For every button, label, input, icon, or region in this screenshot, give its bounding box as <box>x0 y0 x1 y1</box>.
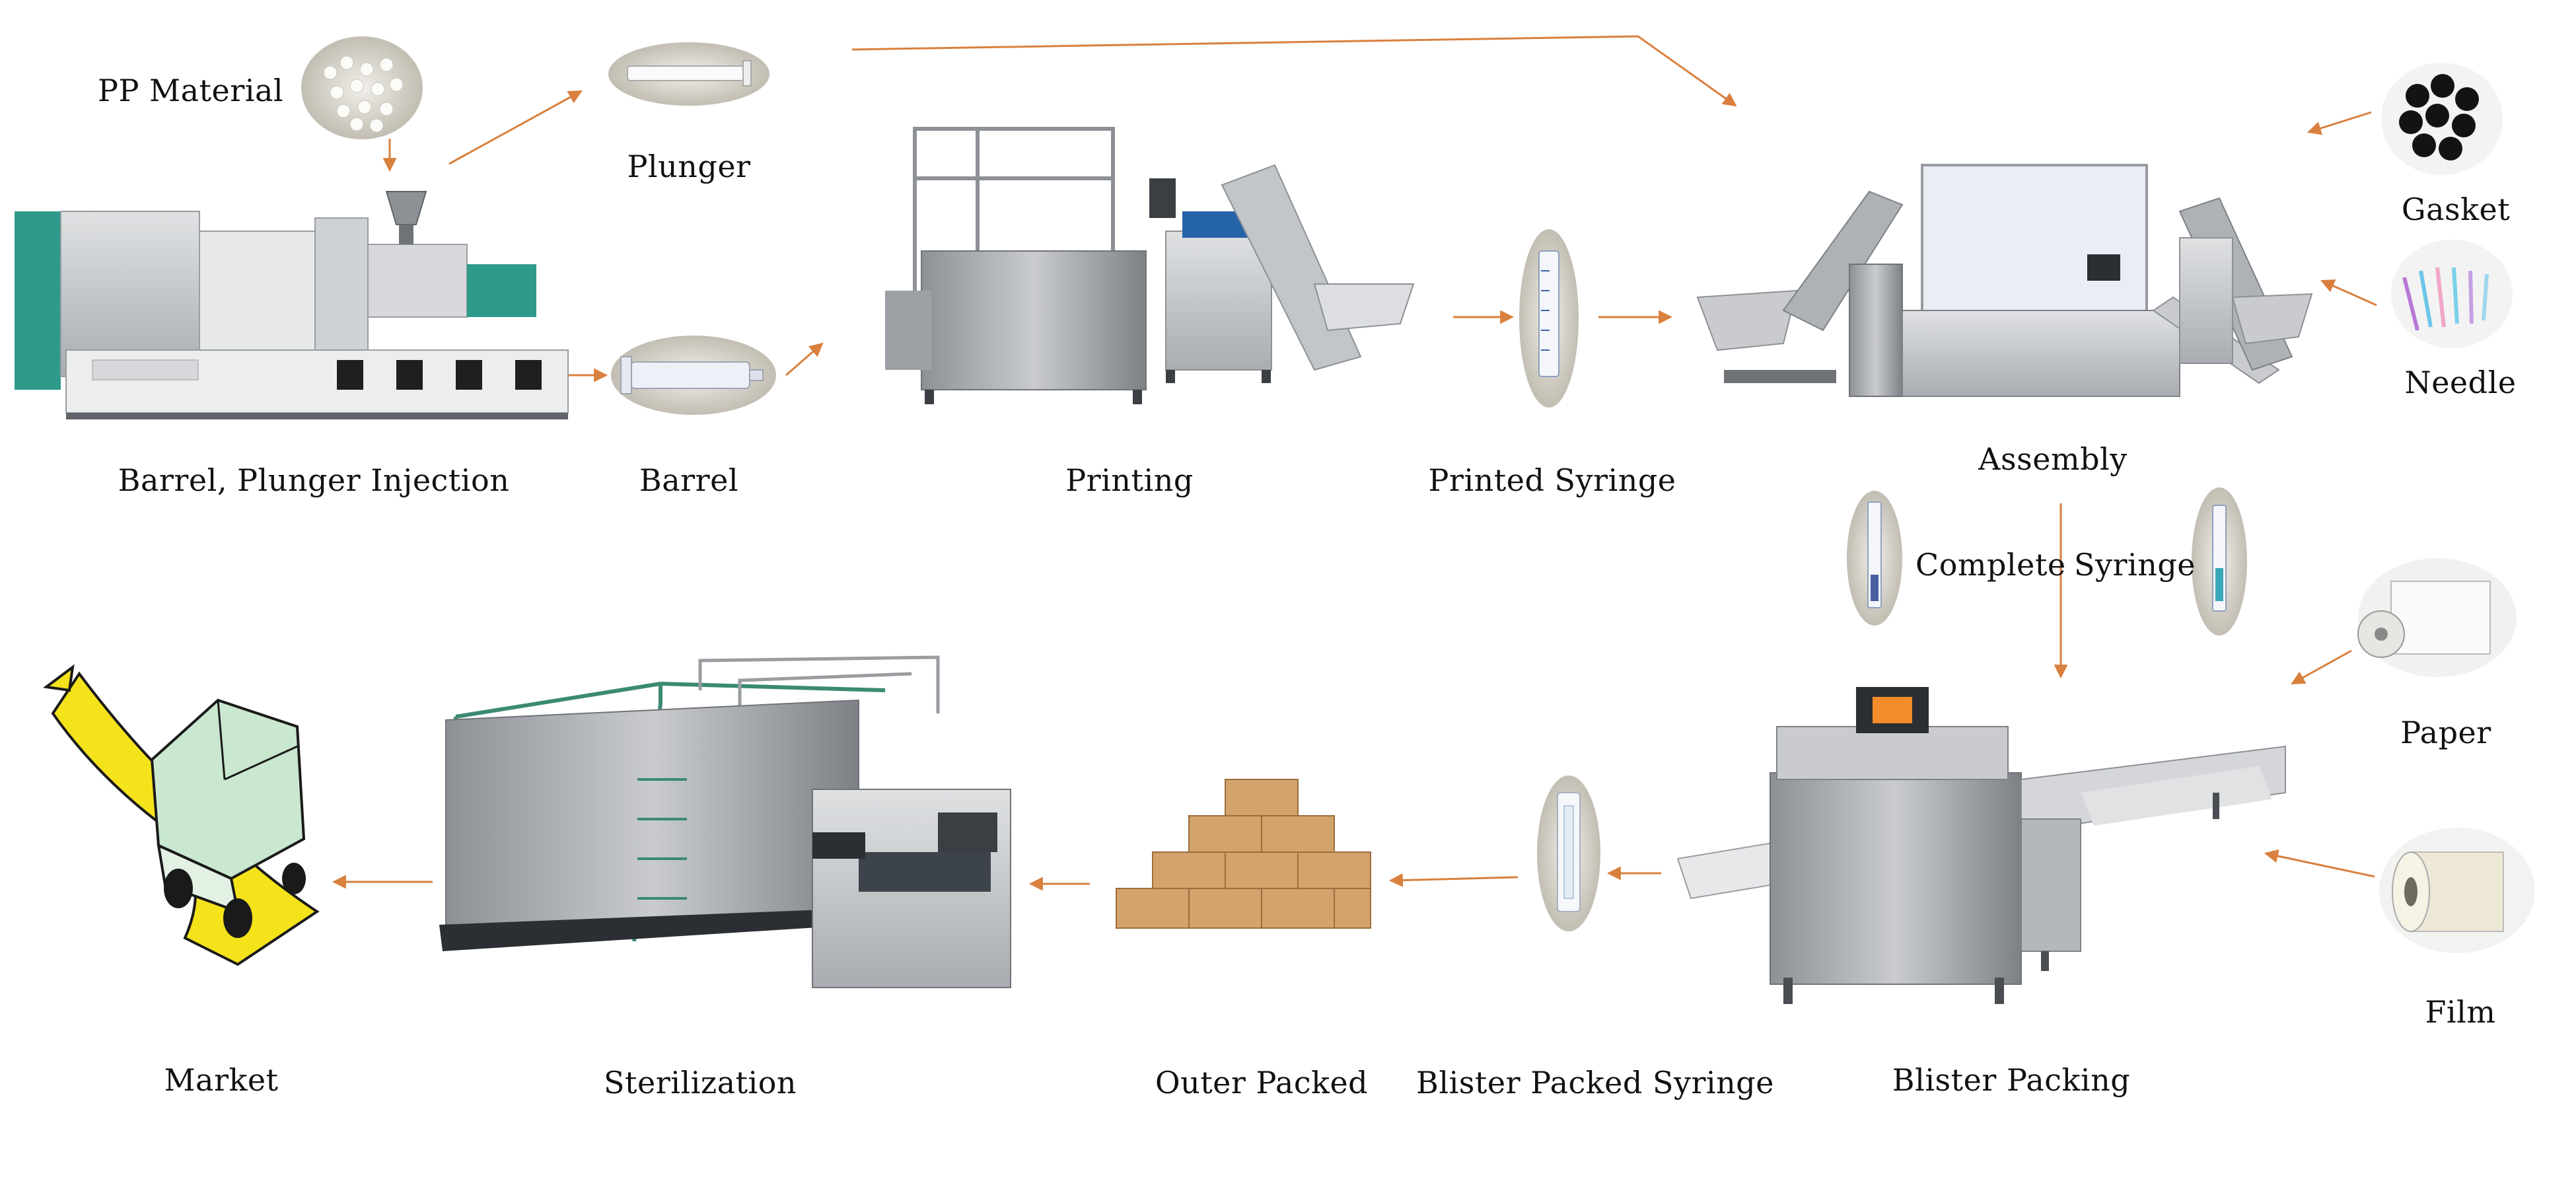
complete-syringe-right-image <box>2192 487 2247 635</box>
needle-image <box>2391 240 2513 348</box>
printed-syringe-image <box>1519 229 1579 408</box>
outer-packed-boxes-image <box>1116 779 1371 929</box>
plunger-image <box>608 42 769 106</box>
label-pp-material: PP Material <box>98 73 284 108</box>
label-blister-packing: Blister Packing <box>1892 1062 2131 1098</box>
label-plunger: Plunger <box>627 149 751 184</box>
label-printed-syringe: Printed Syringe <box>1428 462 1676 498</box>
arrow-film-to-blister <box>2264 849 2375 878</box>
label-barrel: Barrel <box>639 462 739 498</box>
label-outer-packed: Outer Packed <box>1155 1065 1369 1100</box>
label-barrel-plunger-injection: Barrel, Plunger Injection <box>118 462 510 498</box>
paper-roll-image <box>2357 558 2517 677</box>
injection-molding-machine <box>15 191 569 419</box>
barrel-image <box>611 336 776 415</box>
gasket-image <box>2381 63 2503 175</box>
arrow-barrel-to-printing <box>785 342 824 377</box>
printing-machine <box>885 127 1415 404</box>
arrow-bps-to-outer <box>1388 873 1519 888</box>
arrow-machine-to-plunger <box>448 90 583 165</box>
flow-arrows <box>332 35 2377 891</box>
label-blister-packed-syringe: Blister Packed Syringe <box>1416 1065 1774 1100</box>
label-syringe: Syringe <box>2074 547 2196 583</box>
label-paper: Paper <box>2400 715 2491 750</box>
label-sterilization: Sterilization <box>603 1065 797 1100</box>
arrow-paper-to-blister <box>2291 649 2352 685</box>
film-roll-image <box>2379 828 2535 953</box>
blister-packing-machine <box>1676 687 2286 1004</box>
arrow-plunger-to-assembly <box>851 35 1737 107</box>
blister-packed-syringe-image <box>1537 775 1600 931</box>
market-truck-illustration <box>42 664 320 966</box>
arrow-needle-to-assembly <box>2320 279 2377 306</box>
complete-syringe-left-image <box>1847 491 1902 626</box>
label-complete: Complete <box>1915 547 2066 583</box>
assembly-machine <box>1696 164 2313 397</box>
label-needle: Needle <box>2404 365 2517 400</box>
arrow-gasket-to-assembly <box>2307 111 2372 135</box>
sterilization-chamber <box>439 655 1011 988</box>
pp-material-image <box>301 36 423 139</box>
label-film: Film <box>2425 994 2496 1030</box>
label-gasket: Gasket <box>2401 192 2511 227</box>
label-market: Market <box>164 1062 279 1098</box>
label-assembly: Assembly <box>1978 441 2128 477</box>
label-printing: Printing <box>1065 462 1194 498</box>
